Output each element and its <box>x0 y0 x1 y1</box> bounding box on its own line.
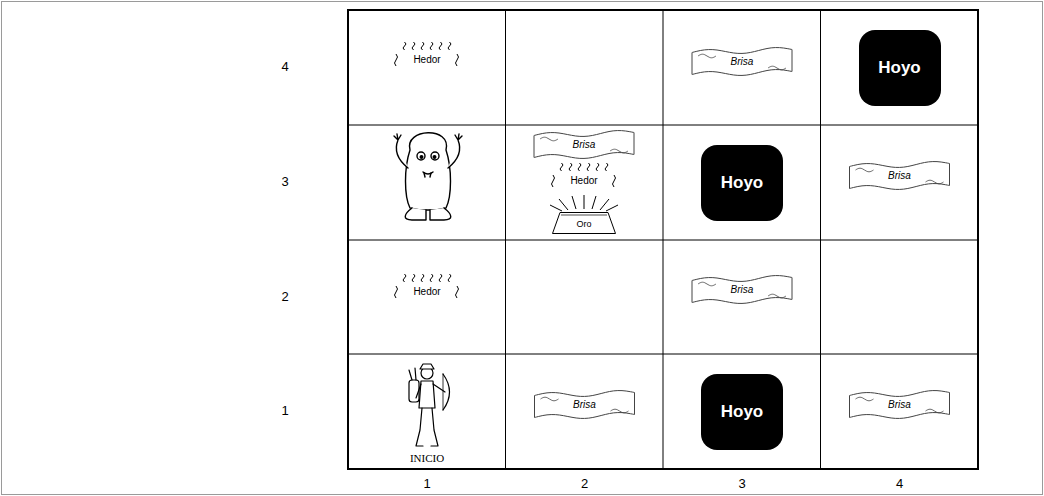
breeze-banner <box>692 276 792 304</box>
wumpus-monster <box>394 133 462 220</box>
breeze-banner <box>850 162 950 190</box>
breeze-banner <box>768 66 786 70</box>
gold-shine <box>592 196 596 209</box>
pit-box: Hoyo <box>859 30 941 106</box>
breeze-banner <box>850 391 950 419</box>
gold-shine <box>550 205 562 211</box>
row-number: 3 <box>281 175 288 190</box>
gold-bar-outline <box>553 213 616 234</box>
grid <box>348 125 978 126</box>
gold-label: Oro <box>576 216 591 229</box>
breeze-banner <box>535 391 635 419</box>
stench-label: Hedor <box>413 286 440 298</box>
agent-figure <box>409 368 416 380</box>
agent-figure <box>416 408 438 446</box>
stench-squiggles <box>552 163 616 187</box>
stench-squiggles <box>395 274 459 298</box>
gold-shine <box>559 199 568 210</box>
gold-shine <box>572 196 576 209</box>
breeze-banner <box>850 162 950 190</box>
wumpus-monster <box>417 152 425 160</box>
agent-figure <box>409 364 450 446</box>
breeze-banner <box>534 131 634 159</box>
wumpus-monster <box>406 133 451 210</box>
wumpus-monster <box>431 152 439 160</box>
stench-squiggles <box>395 42 459 66</box>
stench-squiggles <box>395 274 459 298</box>
gold-shine <box>550 195 618 211</box>
row-number: 4 <box>281 60 288 75</box>
breeze-label: Brisa <box>888 399 911 411</box>
agent-figure <box>416 384 445 398</box>
breeze-label: Brisa <box>888 170 911 182</box>
start-label: INICIO <box>410 452 444 465</box>
stench-label: Hedor <box>413 54 440 66</box>
gold-shine <box>584 195 585 209</box>
pit-box: Hoyo <box>701 374 783 450</box>
wumpus-monster <box>420 156 423 159</box>
breeze-banner <box>698 282 716 286</box>
pit-label: Hoyo <box>721 173 764 193</box>
wumpus-monster <box>405 208 451 220</box>
wumpus-monster <box>424 173 431 177</box>
wumpus-monster <box>394 134 408 168</box>
breeze-label: Brisa <box>573 139 596 151</box>
breeze-banner <box>850 391 950 419</box>
stench-squiggles <box>552 163 616 187</box>
gold-bar-outline <box>561 215 607 216</box>
column-number: 1 <box>423 477 430 492</box>
breeze-banner <box>692 48 792 76</box>
wumpus-monster <box>433 156 436 159</box>
breeze-banner <box>926 180 944 184</box>
agent-figure <box>420 364 434 369</box>
column-number: 2 <box>581 477 588 492</box>
gold-bar: Oro <box>552 212 616 234</box>
agent-figure <box>443 374 444 410</box>
column-number: 3 <box>738 477 745 492</box>
breeze-label: Brisa <box>573 399 596 411</box>
breeze-banner <box>535 391 635 419</box>
agent-figure <box>443 374 450 410</box>
pit-label: Hoyo <box>878 58 921 78</box>
stench-squiggles <box>395 42 459 66</box>
breeze-banner <box>534 131 634 159</box>
breeze-banner <box>856 397 874 401</box>
wumpus-monster <box>448 134 462 168</box>
grid <box>348 10 978 469</box>
breeze-label: Brisa <box>731 284 754 296</box>
stench-label: Hedor <box>570 175 597 187</box>
pit-label: Hoyo <box>721 402 764 422</box>
breeze-banner <box>926 409 944 413</box>
gold-shine <box>606 205 618 211</box>
row-number: 2 <box>281 290 288 305</box>
breeze-banner <box>692 276 792 304</box>
grid <box>348 240 978 241</box>
agent-figure <box>409 380 419 402</box>
breeze-banner <box>698 54 716 58</box>
breeze-banner <box>856 168 874 172</box>
breeze-banner <box>541 397 559 401</box>
row-number: 1 <box>281 404 288 419</box>
gold-shine <box>600 199 609 210</box>
agent-figure <box>419 381 435 408</box>
column-number: 4 <box>896 477 903 492</box>
breeze-banner <box>540 137 558 141</box>
breeze-label: Brisa <box>731 56 754 68</box>
breeze-banner <box>611 409 629 413</box>
breeze-banner <box>768 294 786 298</box>
grid <box>348 10 978 469</box>
breeze-banner <box>692 48 792 76</box>
pit-box: Hoyo <box>701 145 783 221</box>
breeze-banner <box>610 149 628 153</box>
grid <box>348 354 978 355</box>
